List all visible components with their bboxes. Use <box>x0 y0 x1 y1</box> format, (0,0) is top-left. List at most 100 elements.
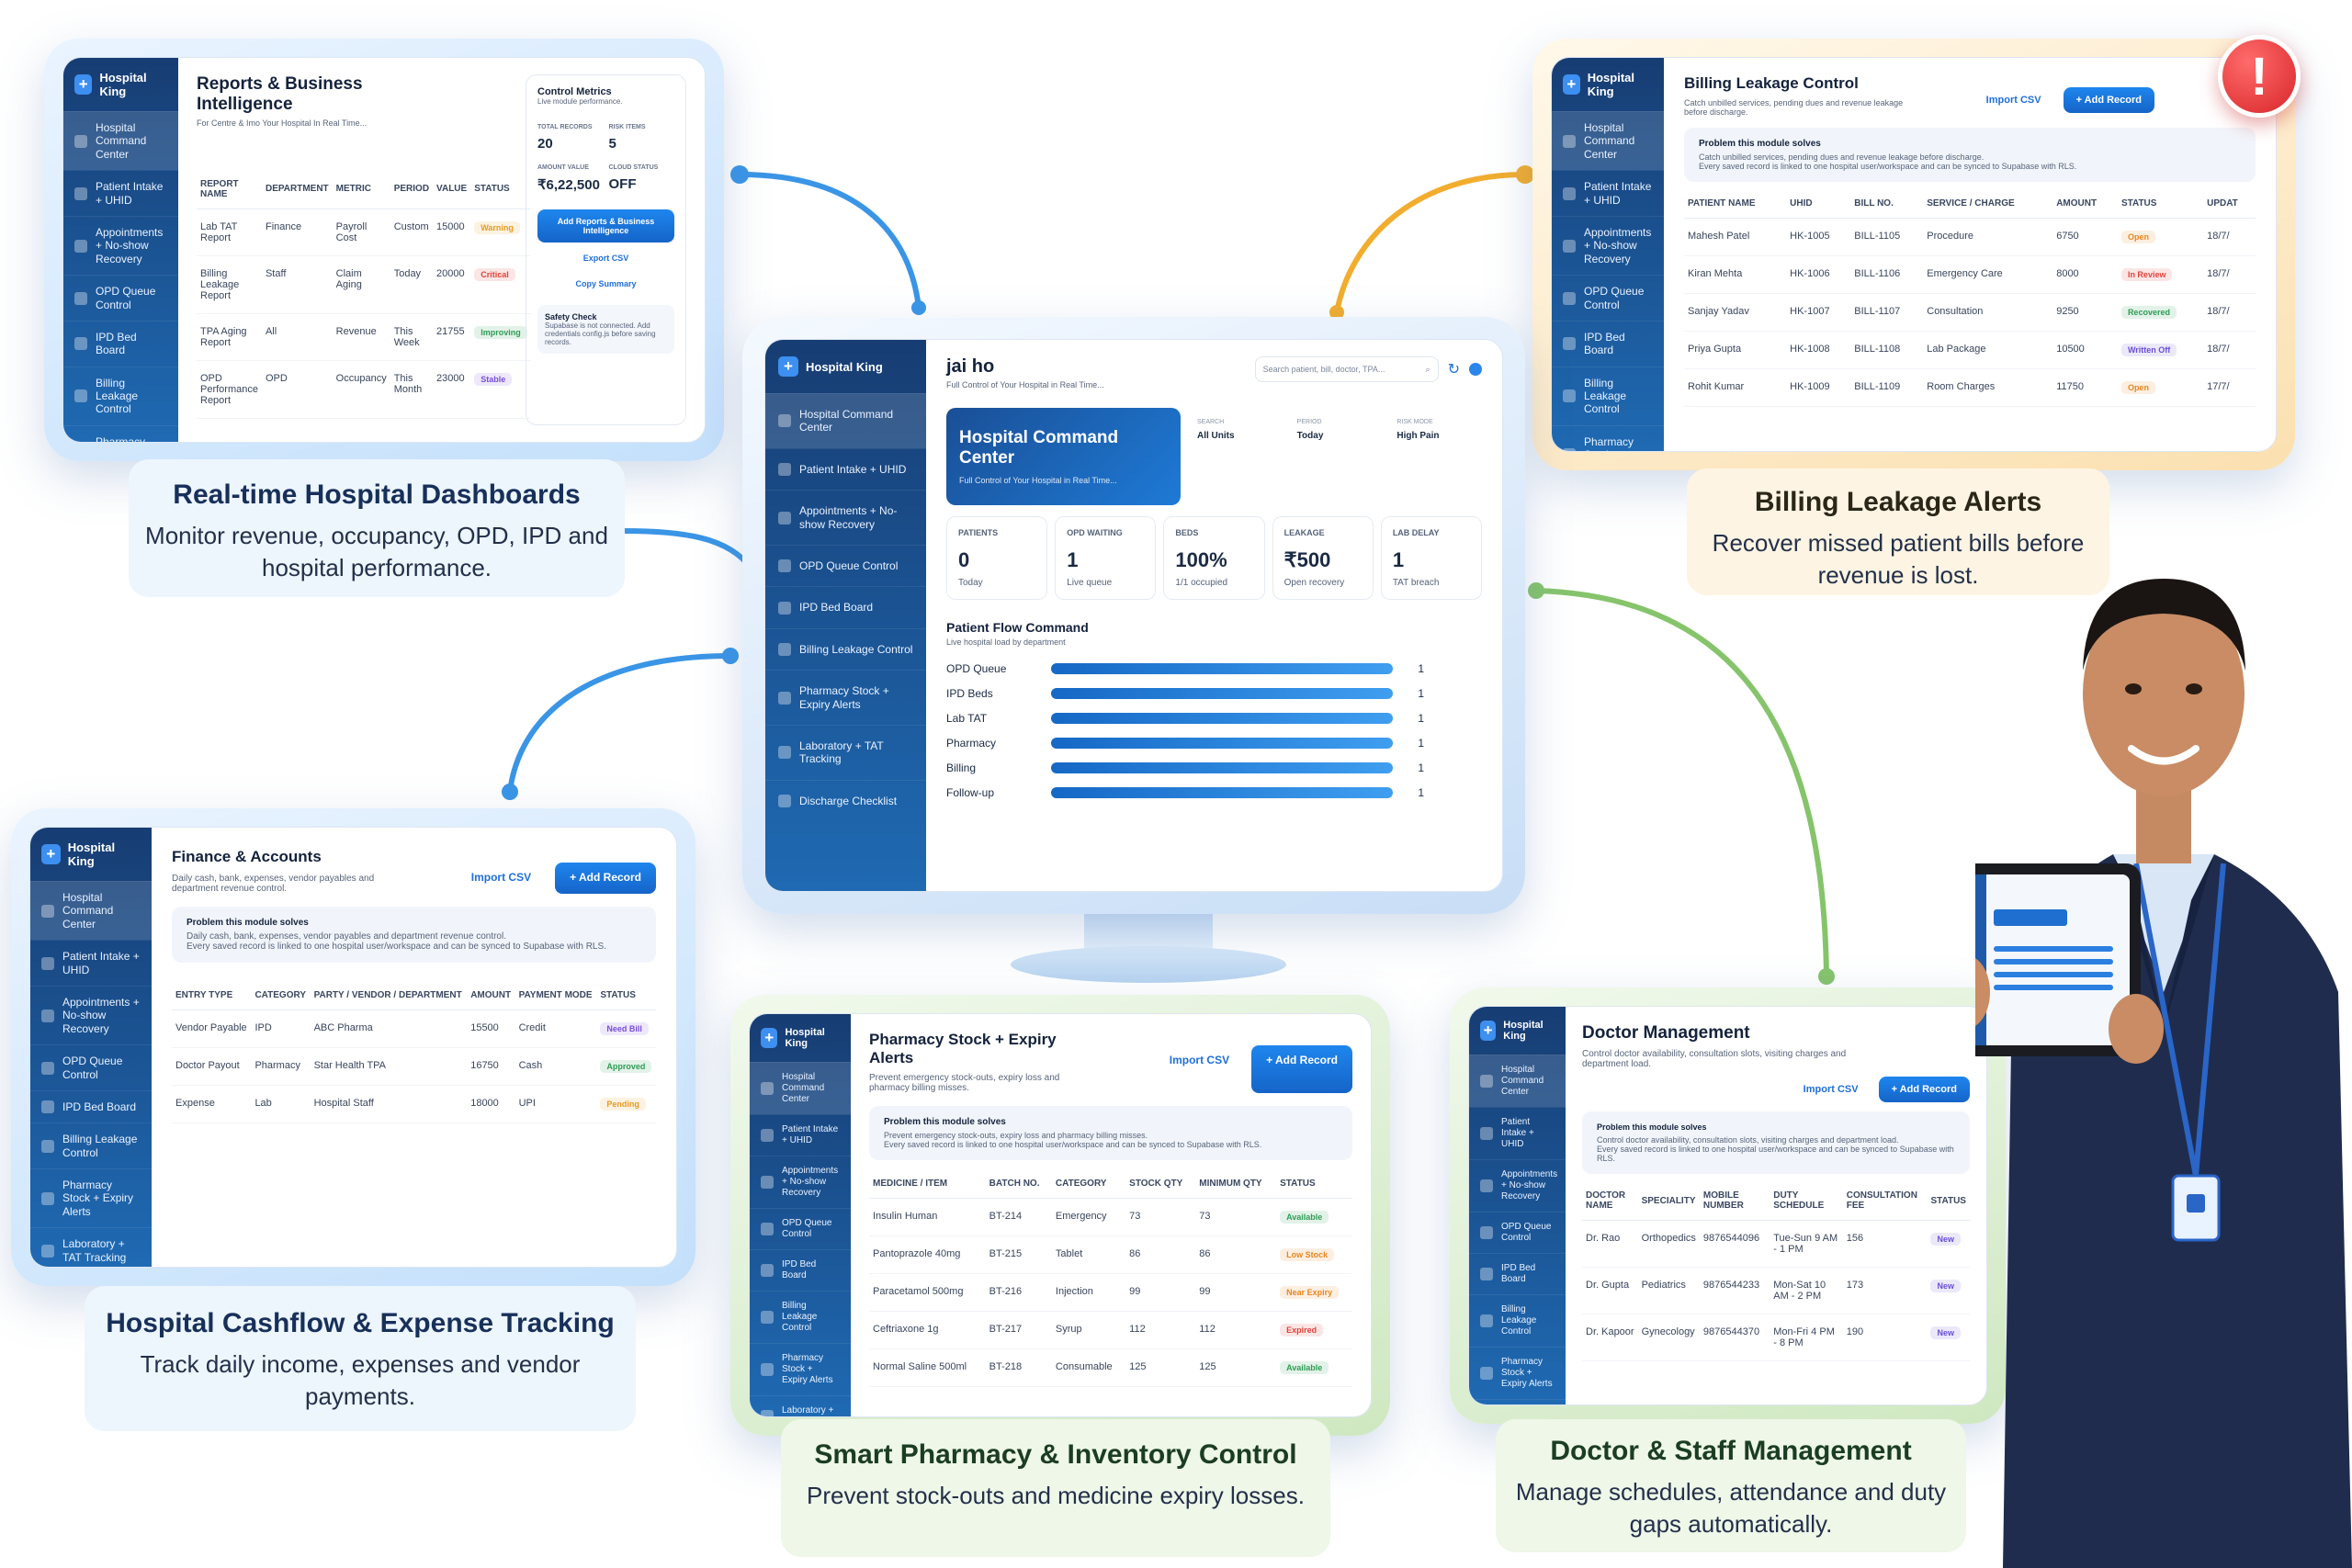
command-banner[interactable]: Hospital Command Center Full Control of … <box>946 408 1181 505</box>
sidebar-item-opd-queue-control[interactable]: OPD Queue Control <box>1469 1212 1566 1253</box>
column-header[interactable]: MEDICINE / ITEM <box>869 1169 986 1199</box>
column-header[interactable]: STATUS <box>1276 1169 1352 1199</box>
column-header[interactable]: UPDAT <box>2203 189 2256 219</box>
sidebar-item-hospital-command-center[interactable]: Hospital Command Center <box>63 111 178 171</box>
sidebar-item-hospital-command-center[interactable]: Hospital Command Center <box>1552 111 1664 171</box>
sidebar-item-ipd-bed-board[interactable]: IPD Bed Board <box>63 320 178 367</box>
sidebar-item-hospital-command-center[interactable]: Hospital Command Center <box>1469 1055 1566 1107</box>
sidebar-item-discharge-checklist[interactable]: Discharge Checklist <box>765 779 926 821</box>
column-header[interactable]: UHID <box>1786 189 1851 219</box>
sidebar-item-hospital-command-center[interactable]: Hospital Command Center <box>750 1062 851 1114</box>
sidebar-item-opd-queue-control[interactable]: OPD Queue Control <box>765 544 926 586</box>
sidebar-item-pharmacy-stock-expiry-alerts[interactable]: Pharmacy Stock + Expiry Alerts <box>750 1343 851 1395</box>
sidebar-item-opd-queue-control[interactable]: OPD Queue Control <box>750 1208 851 1249</box>
column-header[interactable]: STATUS <box>470 169 531 209</box>
brand[interactable]: +Hospital King <box>63 58 178 111</box>
sidebar-item-billing-leakage-control[interactable]: Billing Leakage Control <box>750 1291 851 1343</box>
sidebar-item-pharmacy-stock-expiry-alerts[interactable]: Pharmacy Stock + Expiry Alerts <box>765 670 926 725</box>
sidebar-item-billing-leakage-control[interactable]: Billing Leakage Control <box>1552 366 1664 425</box>
sidebar-item-appointments-no-show-recovery[interactable]: Appointments + No-show Recovery <box>1469 1159 1566 1212</box>
sidebar-item-ipd-bed-board[interactable]: IPD Bed Board <box>750 1249 851 1291</box>
column-header[interactable]: CONSULTATION FEE <box>1842 1181 1928 1221</box>
sidebar-item-pharmacy-stock-expiry-alerts[interactable]: Pharmacy Stock + Expiry Alerts <box>30 1168 152 1227</box>
column-header[interactable]: AMOUNT <box>2052 189 2118 219</box>
sidebar-item-pharmacy-stock-expiry-alerts[interactable]: Pharmacy Stock + Expiry Alerts <box>63 424 178 442</box>
sidebar-item-opd-queue-control[interactable]: OPD Queue Control <box>63 275 178 321</box>
sidebar-item-billing-leakage-control[interactable]: Billing Leakage Control <box>765 627 926 670</box>
sidebar-item-patient-intake-uhid[interactable]: Patient Intake + UHID <box>1469 1107 1566 1159</box>
sidebar-item-patient-intake-uhid[interactable]: Patient Intake + UHID <box>765 447 926 490</box>
add-record-button[interactable]: + Add Record <box>1878 1077 1970 1102</box>
column-header[interactable]: METRIC <box>332 169 390 209</box>
brand[interactable]: +Hospital King <box>1552 58 1664 111</box>
sidebar-item-patient-intake-uhid[interactable]: Patient Intake + UHID <box>63 170 178 216</box>
sidebar-item-ipd-bed-board[interactable]: IPD Bed Board <box>30 1089 152 1122</box>
sidebar-item-appointments-no-show-recovery[interactable]: Appointments + No-show Recovery <box>30 985 152 1044</box>
sidebar-item-appointments-no-show-recovery[interactable]: Appointments + No-show Recovery <box>750 1156 851 1208</box>
column-header[interactable]: STATUS <box>1927 1181 1970 1221</box>
sidebar-item-pharmacy-stock-expiry-alerts[interactable]: Pharmacy Stock + Expiry Alerts <box>1552 424 1664 451</box>
column-header[interactable]: ENTRY TYPE <box>172 981 252 1010</box>
sidebar-item-billing-leakage-control[interactable]: Billing Leakage Control <box>30 1122 152 1168</box>
column-header[interactable]: STOCK QTY <box>1125 1169 1196 1199</box>
column-header[interactable]: PERIOD <box>390 169 434 209</box>
import-csv-button[interactable]: Import CSV <box>1973 87 2054 113</box>
profile-icon[interactable] <box>1469 363 1482 376</box>
sidebar-item-patient-intake-uhid[interactable]: Patient Intake + UHID <box>30 940 152 986</box>
column-header[interactable]: REPORT NAME <box>197 169 262 209</box>
sidebar-item-hospital-command-center[interactable]: Hospital Command Center <box>30 881 152 941</box>
column-header[interactable]: STATUS <box>596 981 656 1010</box>
add-report-button[interactable]: Add Reports & Business Intelligence <box>537 209 674 243</box>
sidebar-item-laboratory-tat-tracking[interactable]: Laboratory + TAT Tracking <box>30 1227 152 1267</box>
column-header[interactable]: PATIENT NAME <box>1684 189 1787 219</box>
sidebar-item-patient-intake-uhid[interactable]: Patient Intake + UHID <box>750 1114 851 1156</box>
sidebar-item-billing-leakage-control[interactable]: Billing Leakage Control <box>1469 1294 1566 1347</box>
sidebar-item-ipd-bed-board[interactable]: IPD Bed Board <box>765 586 926 627</box>
copy-summary-link[interactable]: Copy Summary <box>575 279 637 288</box>
sidebar-item-patient-intake-uhid[interactable]: Patient Intake + UHID <box>1552 170 1664 216</box>
column-header[interactable]: AMOUNT <box>467 981 515 1010</box>
search-input[interactable]: Search patient, bill, doctor, TPA...⌕ <box>1254 356 1439 382</box>
sidebar-item-pharmacy-stock-expiry-alerts[interactable]: Pharmacy Stock + Expiry Alerts <box>1469 1347 1566 1399</box>
add-record-button[interactable]: + Add Record <box>555 863 656 894</box>
sidebar-item-laboratory-tat-tracking[interactable]: Laboratory + TAT Tracking <box>1469 1399 1566 1404</box>
column-header[interactable]: SPECIALITY <box>1637 1181 1700 1221</box>
column-header[interactable]: DUTY SCHEDULE <box>1770 1181 1843 1221</box>
brand[interactable]: +Hospital King <box>1469 1007 1566 1055</box>
column-header[interactable]: DEPARTMENT <box>261 169 333 209</box>
import-csv-button[interactable]: Import CSV <box>1156 1045 1243 1093</box>
column-header[interactable]: STATUS <box>2117 189 2204 219</box>
brand[interactable]: +Hospital King <box>765 340 926 393</box>
column-header[interactable]: CATEGORY <box>1051 1169 1126 1199</box>
sidebar-item-appointments-no-show-recovery[interactable]: Appointments + No-show Recovery <box>63 215 178 275</box>
export-csv-link[interactable]: Export CSV <box>582 254 629 263</box>
column-header[interactable]: VALUE <box>433 169 471 209</box>
